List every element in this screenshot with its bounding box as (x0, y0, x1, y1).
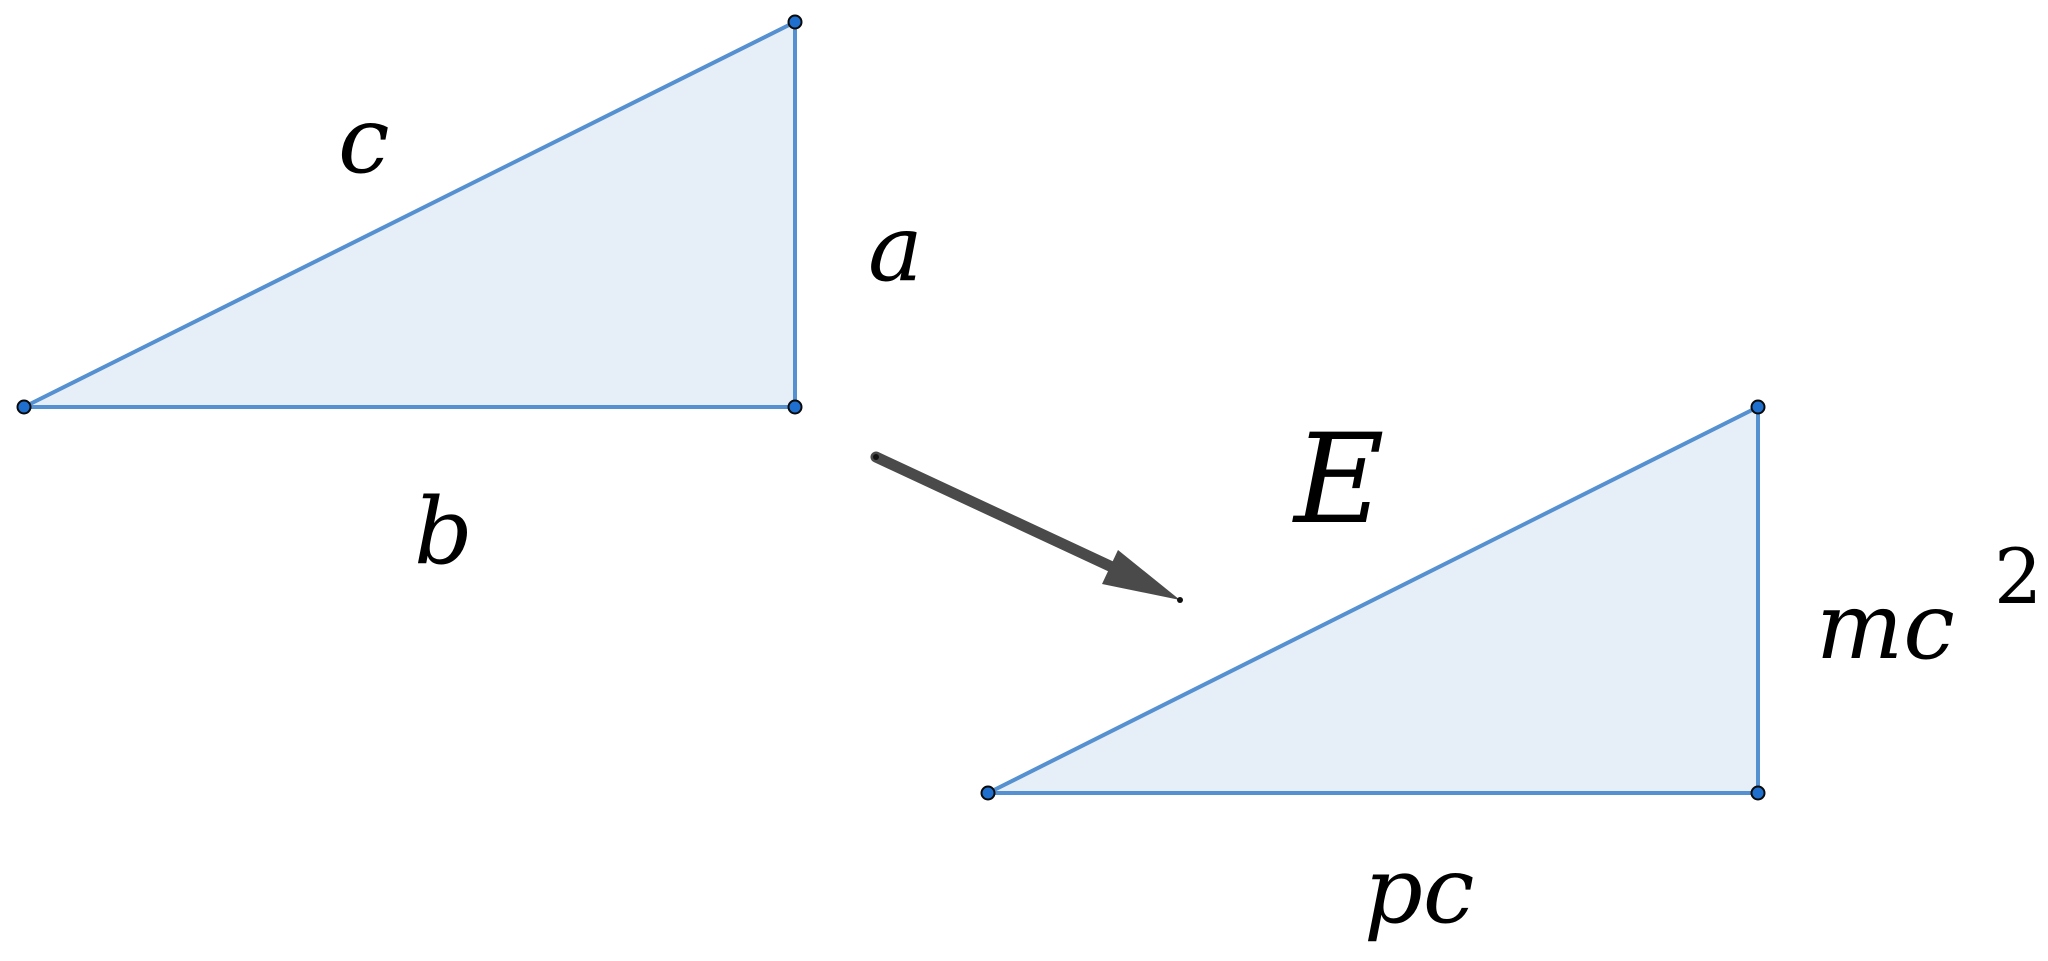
label-leg-a: a (868, 195, 923, 302)
triangle-energy-momentum: E mc 2 pc (980, 399, 2042, 944)
vertex-point[interactable] (1750, 785, 1766, 801)
triangle-pythagorean: c a b (16, 14, 923, 585)
arrow-end-point[interactable] (1177, 597, 1183, 603)
vertex-point[interactable] (787, 14, 803, 30)
label-mc: mc (1816, 573, 1955, 680)
transform-arrow (870, 451, 1183, 603)
triangle-2-fill (986, 405, 1760, 795)
vertex-point[interactable] (16, 399, 32, 415)
label-leg-mc2: mc (1816, 573, 1955, 680)
label-leg-b: b (414, 478, 473, 585)
vertex-point[interactable] (980, 785, 996, 801)
vertex-point[interactable] (1750, 399, 1766, 415)
arrow-start-point[interactable] (873, 454, 879, 460)
arrow-head-icon (1102, 550, 1180, 600)
vertex-point[interactable] (787, 399, 803, 415)
label-exponent-2: 2 (1994, 532, 2042, 621)
triangle-1-fill (22, 20, 797, 409)
arrow-shaft (870, 451, 1118, 573)
label-hypotenuse-c: c (338, 87, 390, 194)
label-hypotenuse-E: E (1292, 408, 1385, 552)
label-leg-pc: pc (1364, 837, 1474, 944)
